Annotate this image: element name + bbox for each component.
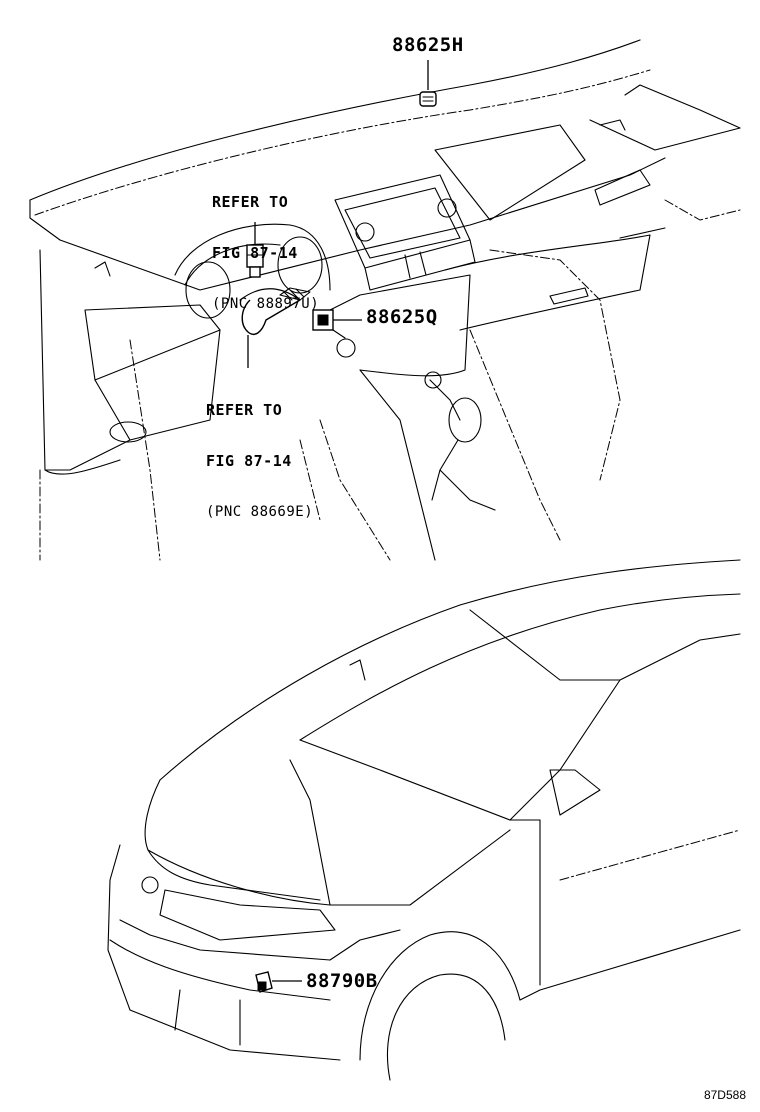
cabin-sensor-part [312, 309, 362, 339]
reference-line-2: FIG 87-14 [212, 244, 298, 262]
part-number-88625q: 88625Q [366, 306, 438, 328]
dashboard-illustration [29, 39, 741, 561]
car-illustration [107, 559, 741, 1081]
part-number-88790b: 88790B [306, 970, 378, 992]
reference-note-upper: REFER TO FIG 87-14 (PNC 88897U) [212, 160, 319, 330]
reference-line-1: REFER TO [206, 401, 283, 419]
reference-line-2: FIG 87-14 [206, 452, 292, 470]
reference-pnc: (PNC 88669E) [206, 504, 314, 520]
reference-note-lower: REFER TO FIG 87-14 (PNC 88669E) [206, 368, 313, 538]
figure-id: 87D588 [703, 1088, 746, 1102]
reference-part-lower [241, 287, 311, 368]
reference-line-1: REFER TO [212, 193, 289, 211]
reference-pnc: (PNC 88897U) [212, 296, 320, 312]
part-number-88625h: 88625H [392, 34, 464, 56]
roof-sensor-part [419, 60, 437, 107]
reference-part-upper [246, 222, 264, 278]
ambient-sensor-part [255, 971, 302, 993]
